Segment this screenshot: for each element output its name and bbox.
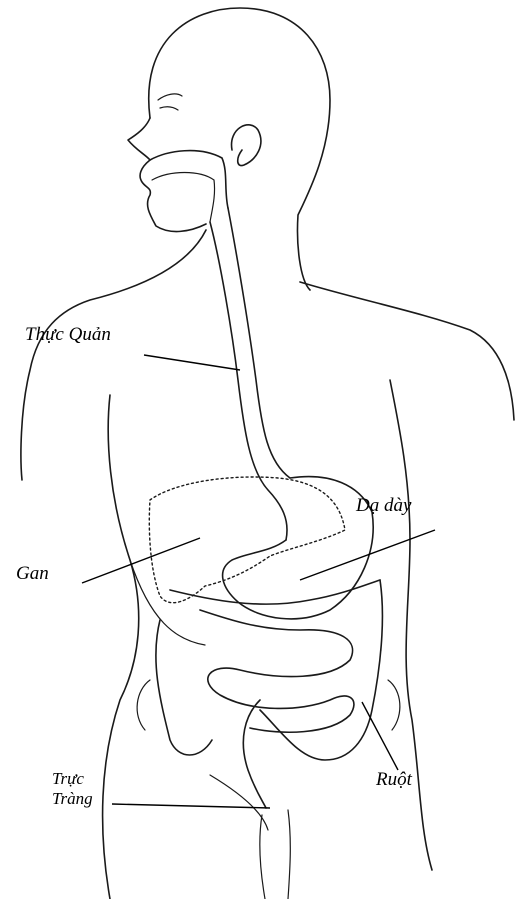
pelvis-curve [210,775,268,830]
transverse-colon [170,580,380,604]
small-intestine [200,610,354,732]
liver-outline [149,477,345,603]
stomach-leader [300,530,435,580]
head-outline [149,8,330,290]
rectum-label-line1: Trực [52,770,84,787]
esophagus-back [228,208,290,478]
ear [232,125,261,166]
left-hip-curve [130,560,205,645]
nasal-cavity [150,151,228,208]
intestine-leader [362,702,398,770]
stomach [223,477,374,619]
leg-right [288,810,290,899]
left-arm-inner [137,680,150,730]
leg-left [260,815,265,899]
liver-leader [82,538,200,583]
intestine-label: Ruột [376,770,412,789]
right-shoulder [300,282,514,420]
right-arm-inner [388,680,400,730]
rectum-leader [112,804,270,808]
oral-cavity [152,173,215,223]
torso-right [390,380,432,870]
esophagus-label: Thực Quản [25,325,111,344]
torso-left [103,395,139,899]
ascending-colon [156,620,212,755]
descending-colon [260,580,382,760]
eye [158,94,182,110]
sigmoid-colon [243,700,266,808]
esophagus [210,222,287,540]
liver-label: Gan [16,564,49,583]
stomach-label: Dạ dày [356,496,411,515]
left-shoulder [21,230,206,480]
esophagus-leader [144,355,240,370]
rectum-label-line2: Tràng [52,790,93,807]
